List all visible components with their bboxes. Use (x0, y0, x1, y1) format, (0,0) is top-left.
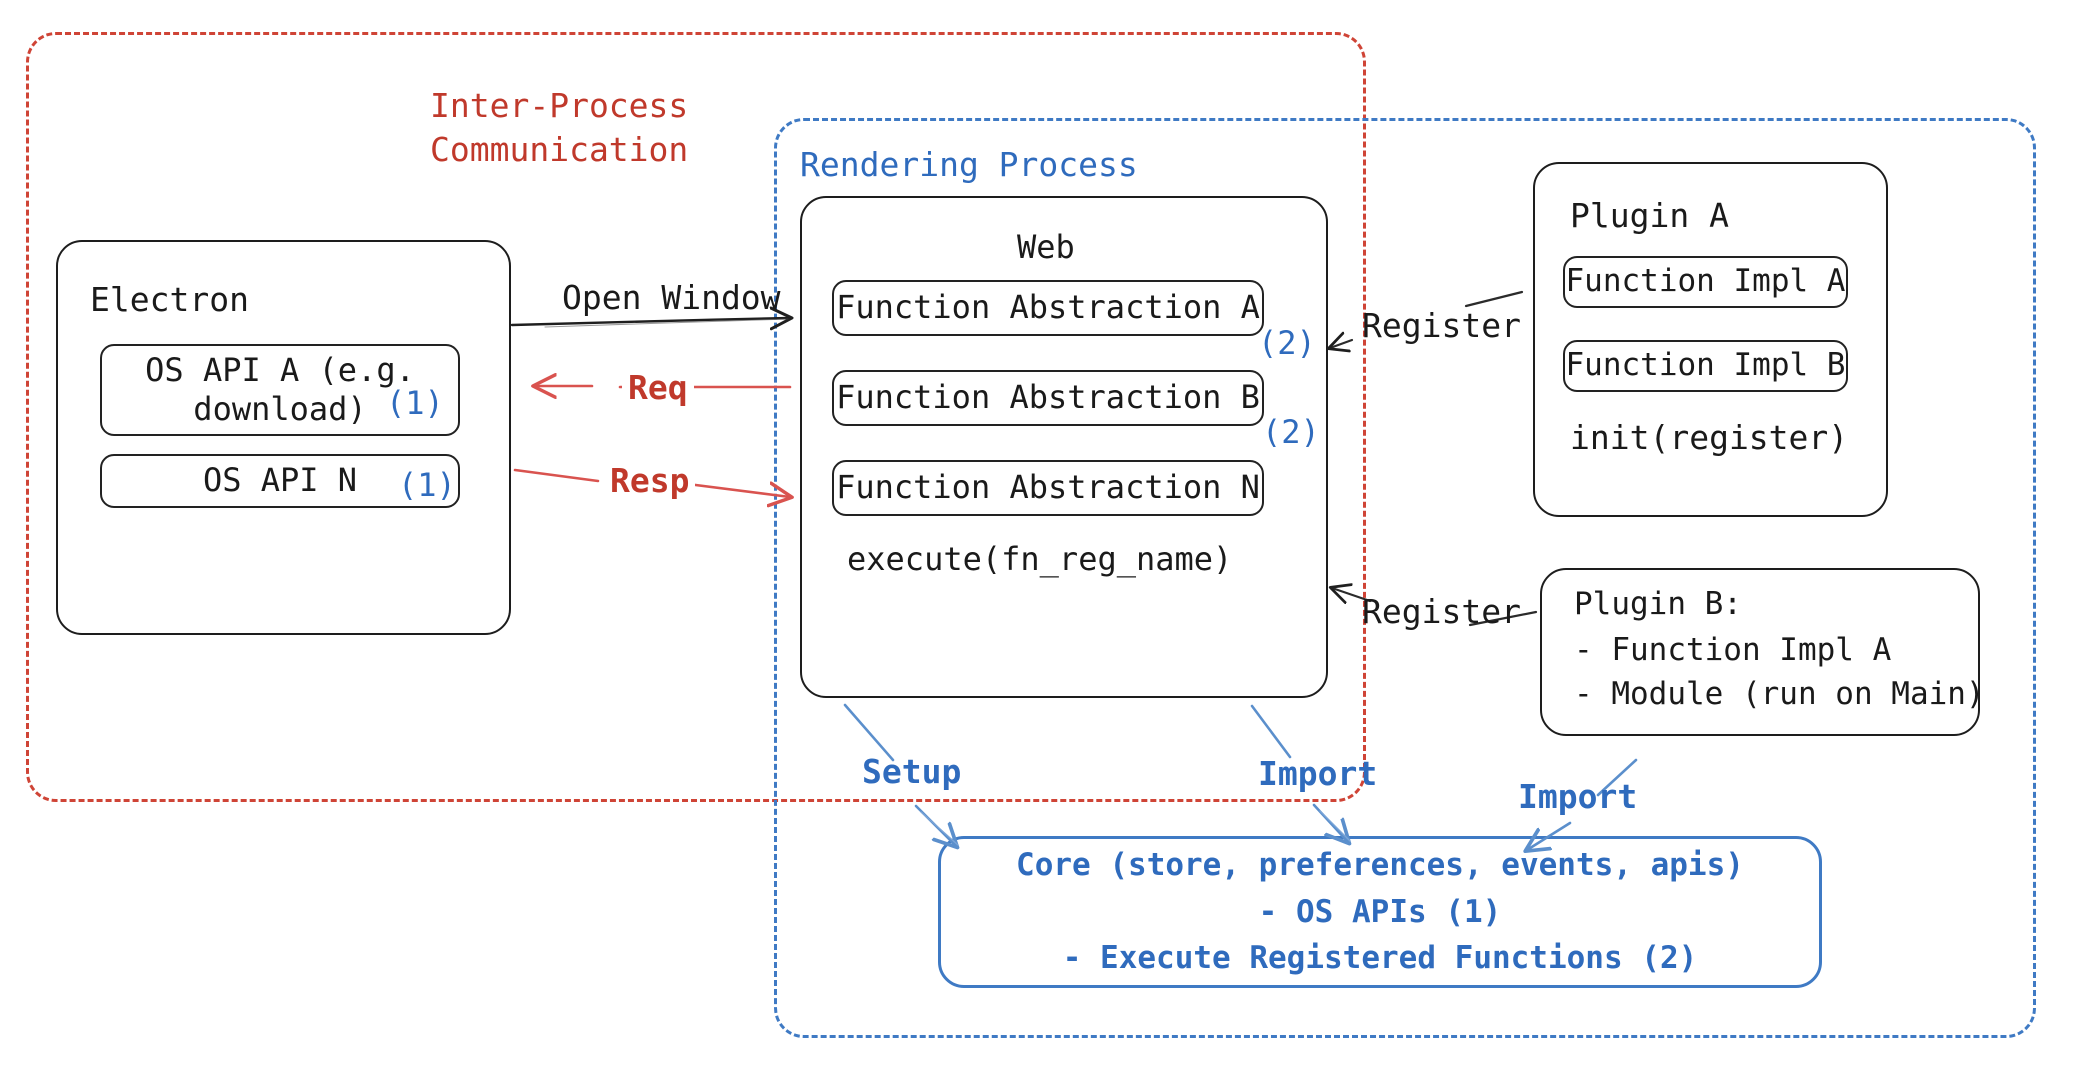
plugin-b-title: Plugin B: (1574, 586, 1742, 622)
web-box: Web Function Abstraction A Function Abst… (800, 196, 1328, 698)
register-plugin-a-label: Register (1362, 306, 1521, 345)
function-abstraction-a-marker: (2) (1258, 324, 1316, 362)
setup-label: Setup (862, 752, 962, 791)
function-abstraction-a-label: Function Abstraction A (836, 288, 1260, 327)
core-line-2: - OS APIs (1) (1258, 893, 1502, 930)
open-window-label: Open Window (562, 278, 781, 317)
os-api-n-marker: (1) (398, 466, 456, 504)
resp-label: Resp (604, 461, 696, 500)
plugin-a-init-label: init(register) (1570, 418, 1849, 457)
ipc-region-label: Inter-Process Communication (430, 86, 689, 169)
os-api-a-marker: (1) (386, 384, 444, 422)
plugin-a-box: Plugin A Function Impl A Function Impl B… (1533, 162, 1888, 517)
import-plugin-b-label: Import (1518, 777, 1638, 816)
core-box: Core (store, preferences, events, apis) … (938, 836, 1822, 988)
function-abstraction-a-box[interactable]: Function Abstraction A (832, 280, 1264, 336)
os-api-a-label: OS API A (e.g. download) (145, 350, 415, 428)
function-impl-b-label: Function Impl B (1565, 347, 1846, 384)
rendering-process-region-boundary (774, 118, 2036, 1038)
function-abstraction-b-box[interactable]: Function Abstraction B (832, 370, 1264, 426)
ipc-region-boundary (26, 32, 1366, 802)
function-abstraction-n-label: Function Abstraction N (836, 468, 1260, 507)
web-title: Web (1017, 228, 1075, 266)
function-impl-b-box[interactable]: Function Impl B (1563, 340, 1848, 392)
core-line-1: Core (store, preferences, events, apis) (1016, 847, 1744, 884)
function-impl-a-label: Function Impl A (1565, 263, 1846, 300)
function-abstraction-b-marker: (2) (1262, 413, 1320, 451)
os-api-n-box[interactable]: OS API N (100, 454, 460, 508)
function-abstraction-b-label: Function Abstraction B (836, 378, 1260, 417)
core-line-3: - Execute Registered Functions (2) (1062, 940, 1698, 977)
plugin-b-item-1: - Function Impl A (1574, 632, 1892, 668)
function-impl-a-box[interactable]: Function Impl A (1563, 256, 1848, 308)
import-web-label: Import (1258, 754, 1378, 793)
plugin-a-title: Plugin A (1570, 196, 1729, 235)
os-api-n-label: OS API N (202, 461, 358, 500)
register-plugin-b-label: Register (1362, 592, 1521, 631)
function-abstraction-n-box[interactable]: Function Abstraction N (832, 460, 1264, 516)
req-label: Req (622, 368, 694, 407)
plugin-b-box: Plugin B: - Function Impl A - Module (ru… (1540, 568, 1985, 736)
rendering-process-label: Rendering Process (800, 145, 1138, 184)
electron-title: Electron (90, 280, 249, 319)
web-execute-label: execute(fn_reg_name) (847, 540, 1233, 578)
os-api-a-box[interactable]: OS API A (e.g. download) (100, 344, 460, 436)
electron-box: Electron OS API A (e.g. download) (1) OS… (56, 240, 511, 635)
plugin-b-item-2: - Module (run on Main) (1574, 676, 1985, 712)
